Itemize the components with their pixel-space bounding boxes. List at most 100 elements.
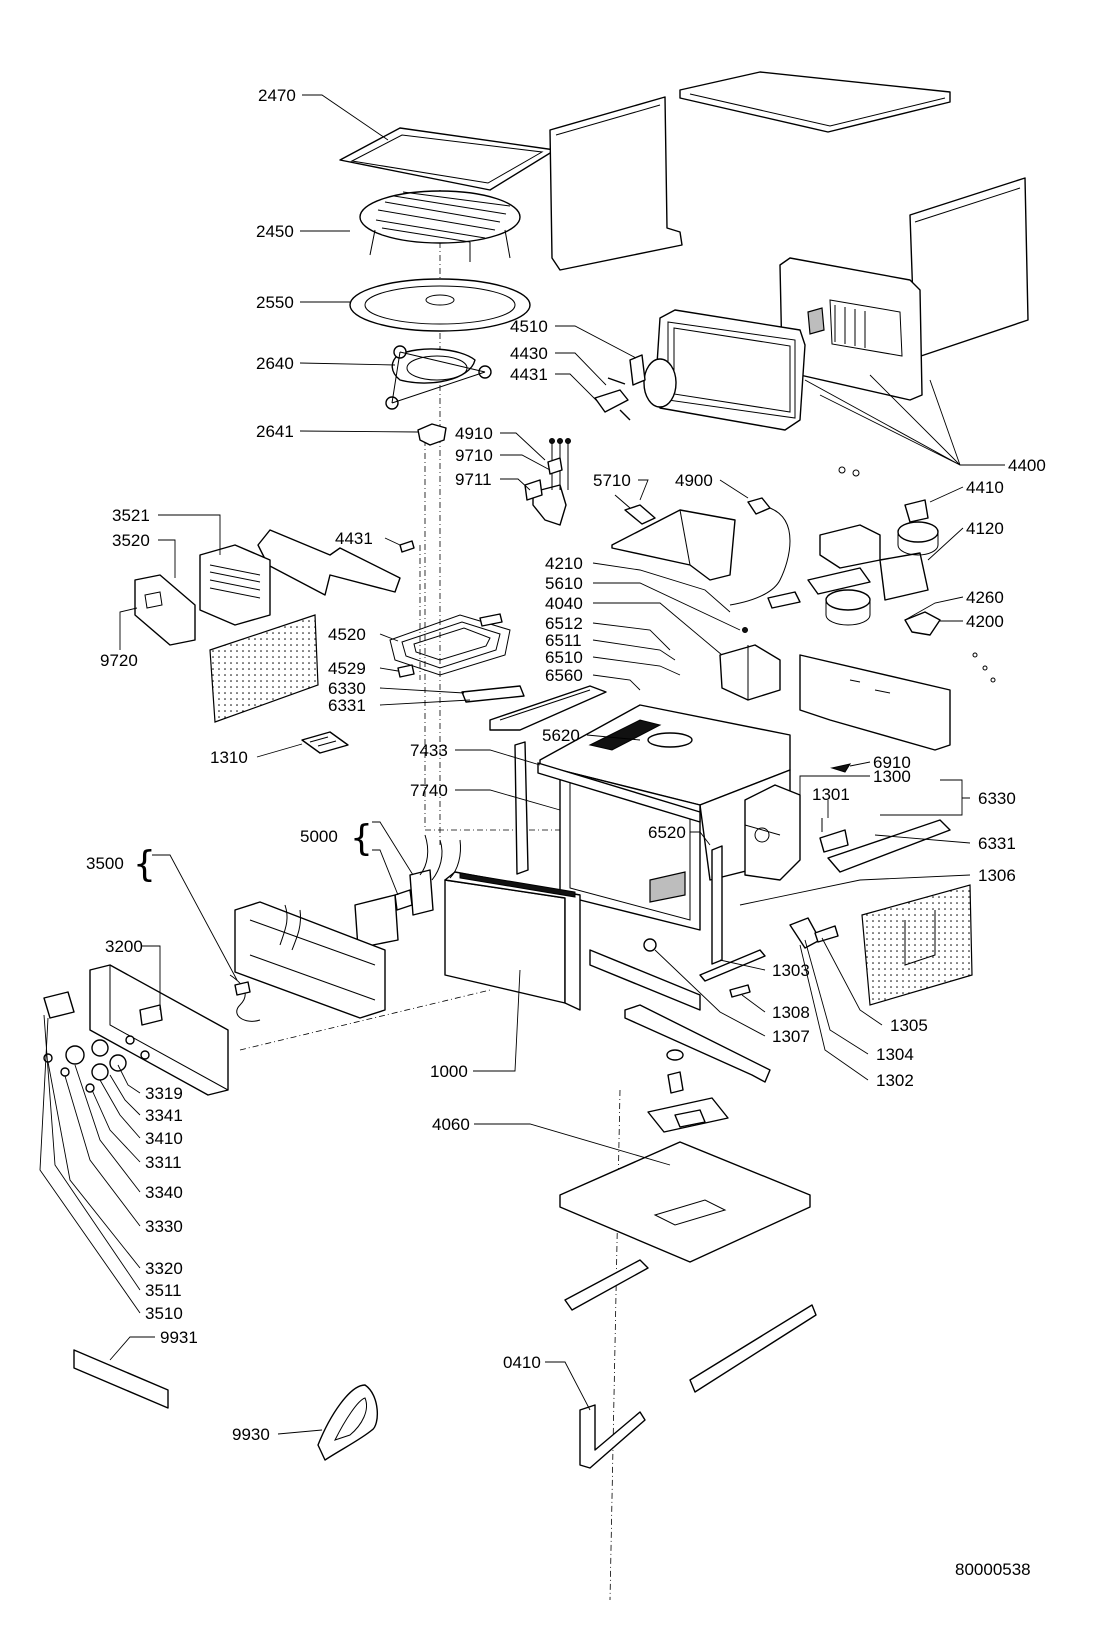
label-1310: 1310 — [210, 748, 248, 767]
control-housing — [234, 901, 386, 1019]
label-3410: 3410 — [145, 1129, 183, 1148]
fan-housing-right — [744, 784, 801, 881]
latch-1304 — [789, 917, 839, 949]
label-1302: 1302 — [876, 1071, 914, 1090]
label-1306: 1306 — [978, 866, 1016, 885]
label-1300: 1300 — [873, 767, 911, 786]
grill-plate-3521 — [199, 544, 271, 626]
label-3311: 3311 — [145, 1153, 182, 1172]
turntable-plate-2550 — [349, 278, 531, 332]
label-4900: 4900 — [675, 471, 713, 490]
label-3200: 3200 — [105, 937, 143, 956]
label-2640: 2640 — [256, 354, 294, 373]
label-6331-right: 6331 — [978, 834, 1016, 853]
label-5610: 5610 — [545, 574, 583, 593]
control-board-3520 — [134, 574, 196, 646]
label-3340: 3340 — [145, 1183, 183, 1202]
knobs — [43, 1035, 150, 1093]
rod-1303 — [699, 949, 766, 982]
mount-4510 — [629, 354, 646, 386]
label-4260: 4260 — [966, 588, 1004, 607]
clip-4431-upper — [399, 540, 415, 553]
cavity-frame-4400 — [654, 309, 806, 431]
label-6330-left: 6330 — [328, 679, 366, 698]
label-1303: 1303 — [772, 961, 810, 980]
label-4410: 4410 — [966, 478, 1004, 497]
tray-2470 — [339, 127, 556, 191]
insulation-pad-right — [861, 884, 973, 1006]
brace-3500: { — [133, 844, 156, 885]
clip-4529 — [397, 664, 415, 678]
label-5710: 5710 — [593, 471, 631, 490]
roller-ring-2640 — [385, 345, 492, 410]
label-3341: 3341 — [145, 1106, 183, 1125]
top-rail-bracket — [257, 529, 401, 596]
cavity-strip-left — [514, 741, 529, 875]
foot-0410 — [579, 1404, 646, 1469]
label-3330: 3330 — [145, 1217, 183, 1236]
door-bottom-strip — [589, 949, 701, 1011]
label-1307: 1307 — [772, 1027, 810, 1046]
waveguide-cover — [611, 509, 736, 581]
base-rail-left — [564, 1259, 649, 1311]
cabinet-side-panel-left — [549, 96, 683, 271]
stand-9930 — [317, 1384, 378, 1461]
capacitor-4120 — [807, 524, 929, 626]
switch-bracket-4910 — [524, 438, 571, 526]
label-4510: 4510 — [510, 317, 548, 336]
clip-6910 — [830, 763, 852, 773]
power-cord-4900 — [729, 497, 791, 606]
switch-assembly-5000 — [354, 834, 461, 949]
label-3511: 3511 — [145, 1281, 182, 1300]
label-3500: 3500 — [86, 854, 124, 873]
label-1308: 1308 — [772, 1003, 810, 1022]
label-3521: 3521 — [112, 506, 150, 525]
relay-4200 — [904, 611, 941, 636]
label-5620: 5620 — [542, 726, 580, 745]
brace-5000: { — [350, 818, 373, 859]
front-rail — [624, 1004, 771, 1083]
label-4040: 4040 — [545, 594, 583, 613]
label-1301: 1301 — [812, 785, 850, 804]
badge-9931 — [73, 1349, 169, 1409]
label-2450: 2450 — [256, 222, 294, 241]
base-plate — [559, 1141, 811, 1263]
door-seal-7433 — [537, 762, 701, 823]
fan-motor-4410 — [838, 466, 939, 556]
label-6331-left: 6331 — [328, 696, 366, 715]
label-9711: 9711 — [455, 470, 492, 489]
label-4210: 4210 — [545, 554, 583, 573]
drawing-number: 80000538 — [955, 1560, 1031, 1579]
label-4200: 4200 — [966, 612, 1004, 631]
leader-lines — [39, 94, 1005, 1435]
grill-element-4520 — [389, 613, 511, 676]
label-2641: 2641 — [256, 422, 294, 441]
cabinet-top-panel — [679, 71, 951, 133]
label-7433: 7433 — [410, 741, 448, 760]
label-3319: 3319 — [145, 1084, 183, 1103]
label-9720: 9720 — [100, 651, 138, 670]
cover-6560 — [489, 685, 607, 731]
cavity-strip-right — [711, 845, 723, 965]
tray-rail-6330 — [461, 685, 525, 703]
clip-1310 — [301, 731, 349, 754]
label-4430: 4430 — [510, 344, 548, 363]
label-3520: 3520 — [112, 531, 150, 550]
label-6910: 6910 — [873, 753, 911, 772]
stirrer-fan-4430 — [594, 358, 677, 421]
label-7740: 7740 — [410, 781, 448, 800]
label-4529: 4529 — [328, 659, 366, 678]
label-4520: 4520 — [328, 625, 366, 644]
control-panel-3200 — [89, 964, 229, 1096]
label-3320: 3320 — [145, 1259, 183, 1278]
label-9931: 9931 — [160, 1328, 198, 1347]
thermal-cutout-5710 — [614, 494, 656, 525]
label-4431-top: 4431 — [510, 365, 548, 384]
label-1000: 1000 — [430, 1062, 468, 1081]
wiring-3500 — [229, 974, 261, 1022]
label-2470: 2470 — [258, 86, 296, 105]
insulation-pad-left — [209, 614, 319, 723]
label-6510: 6510 — [545, 648, 583, 667]
cabinet-side-panel-right — [909, 177, 1029, 359]
coupler-2641 — [417, 423, 447, 446]
